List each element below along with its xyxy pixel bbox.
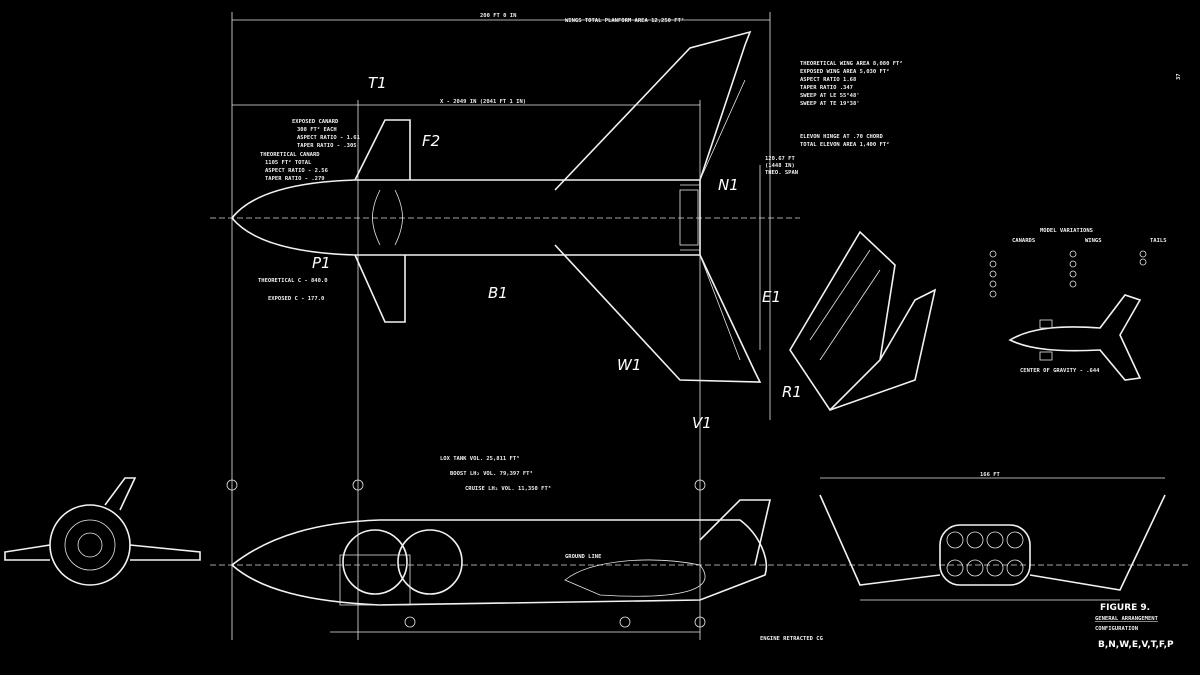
column-tails: TAILS bbox=[1150, 238, 1167, 244]
wing-data: THEORETICAL WING AREA 8,080 FT² EXPOSED … bbox=[800, 60, 903, 148]
tank-volume: CRUISE LH₂ VOL. 11,350 FT³ bbox=[465, 485, 551, 492]
component-labels: T1 F2 P1 B1 N1 E1 W1 R1 V1 bbox=[312, 74, 802, 432]
canard-data-line: TAPER RATIO - .279 bbox=[265, 176, 325, 182]
label-t1: T1 bbox=[368, 74, 387, 92]
wing-data-line: TAPER RATIO .347 bbox=[800, 85, 853, 91]
configuration-code: B,N,W,E,V,T,F,P bbox=[1098, 640, 1174, 650]
label-n1: N1 bbox=[718, 176, 739, 194]
rear-span: 166 FT bbox=[980, 472, 1001, 478]
canard-data-line: TAPER RATIO - .305 bbox=[297, 143, 357, 149]
elevon-data-line: ELEVON HINGE AT .70 CHORD bbox=[800, 134, 883, 140]
span-dim-2: (1448 IN) bbox=[765, 163, 795, 169]
label-r1: R1 bbox=[782, 383, 802, 401]
front-view bbox=[4, 477, 201, 586]
wing-data-line: ASPECT RATIO 1.68 bbox=[800, 77, 856, 83]
tank-volume: LOX TANK VOL. 25,811 FT³ bbox=[440, 455, 519, 462]
wing-data-line: SWEEP AT TE 19°38' bbox=[800, 101, 860, 107]
canard-data-line: ASPECT RATIO - 2.56 bbox=[265, 168, 329, 174]
canard-data-line: 308 FT² EACH bbox=[297, 126, 337, 133]
figure-number: FIGURE 9. bbox=[1100, 603, 1150, 613]
canard-data-line: ASPECT RATIO - 1.61 bbox=[297, 135, 361, 141]
figure-title: GENERAL ARRANGEMENT bbox=[1095, 616, 1159, 622]
ground-line-note: GROUND LINE bbox=[565, 554, 601, 560]
model-sketch bbox=[1008, 294, 1142, 381]
tank-volumes: LOX TANK VOL. 25,811 FT³ BOOST LH₂ VOL. … bbox=[440, 455, 824, 642]
canard-position: EXPOSED C - 177.0 bbox=[268, 296, 324, 302]
column-canards: CANARDS bbox=[1012, 238, 1035, 244]
canard-data: EXPOSED CANARD 308 FT² EACH ASPECT RATIO… bbox=[258, 119, 361, 302]
canard-data-line: THEORETICAL CANARD bbox=[260, 152, 320, 158]
wing-detail-view bbox=[789, 230, 937, 412]
span-dim-3: THEO. SPAN bbox=[765, 170, 798, 176]
canard-data-line: EXPOSED CANARD bbox=[292, 119, 339, 125]
wing-data-line: SWEEP AT LE 55°48' bbox=[800, 93, 860, 99]
title-block: FIGURE 9. GENERAL ARRANGEMENT CONFIGURAT… bbox=[1095, 603, 1174, 650]
canard-data-line: 1105 FT² TOTAL bbox=[265, 159, 312, 166]
label-w1: W1 bbox=[617, 356, 641, 374]
figure-subtitle: CONFIGURATION bbox=[1095, 626, 1138, 632]
wing-data-line: THEORETICAL WING AREA 8,080 FT² bbox=[800, 60, 903, 67]
station-dim: X - 2049 IN (2041 FT 1 IN) bbox=[440, 99, 526, 105]
rear-view bbox=[819, 494, 1166, 601]
column-wings: WINGS bbox=[1085, 238, 1102, 244]
cg-note: ENGINE RETRACTED CG bbox=[760, 636, 824, 642]
tank-volume: BOOST LH₂ VOL. 79,397 FT³ bbox=[450, 470, 533, 477]
elevon-data-line: TOTAL ELEVON AREA 1,400 FT² bbox=[800, 141, 889, 148]
label-b1: B1 bbox=[488, 284, 508, 302]
cg-note-model: CENTER OF GRAVITY - .644 bbox=[1020, 368, 1100, 374]
label-f2: F2 bbox=[422, 132, 440, 150]
model-variations-title: MODEL VARIATIONS bbox=[1040, 228, 1093, 234]
label-e1: E1 bbox=[762, 288, 781, 306]
label-p1: P1 bbox=[312, 254, 331, 272]
wing-planform: WINGS TOTAL PLANFORM AREA 12,250 FT² bbox=[565, 17, 684, 24]
overall-length: 200 FT 0 IN bbox=[480, 13, 516, 19]
page-number: 37 bbox=[1176, 73, 1182, 80]
side-view bbox=[230, 499, 772, 628]
top-view bbox=[230, 30, 762, 383]
wing-data-line: EXPOSED WING AREA 5,030 FT² bbox=[800, 68, 889, 75]
label-v1: V1 bbox=[692, 414, 712, 432]
span-dim-1: 120.67 FT bbox=[765, 156, 795, 162]
model-variations-table: MODEL VARIATIONS CANARDS WINGS TAILS CEN… bbox=[989, 228, 1167, 374]
canard-position: THEORETICAL C - 840.0 bbox=[258, 278, 328, 284]
